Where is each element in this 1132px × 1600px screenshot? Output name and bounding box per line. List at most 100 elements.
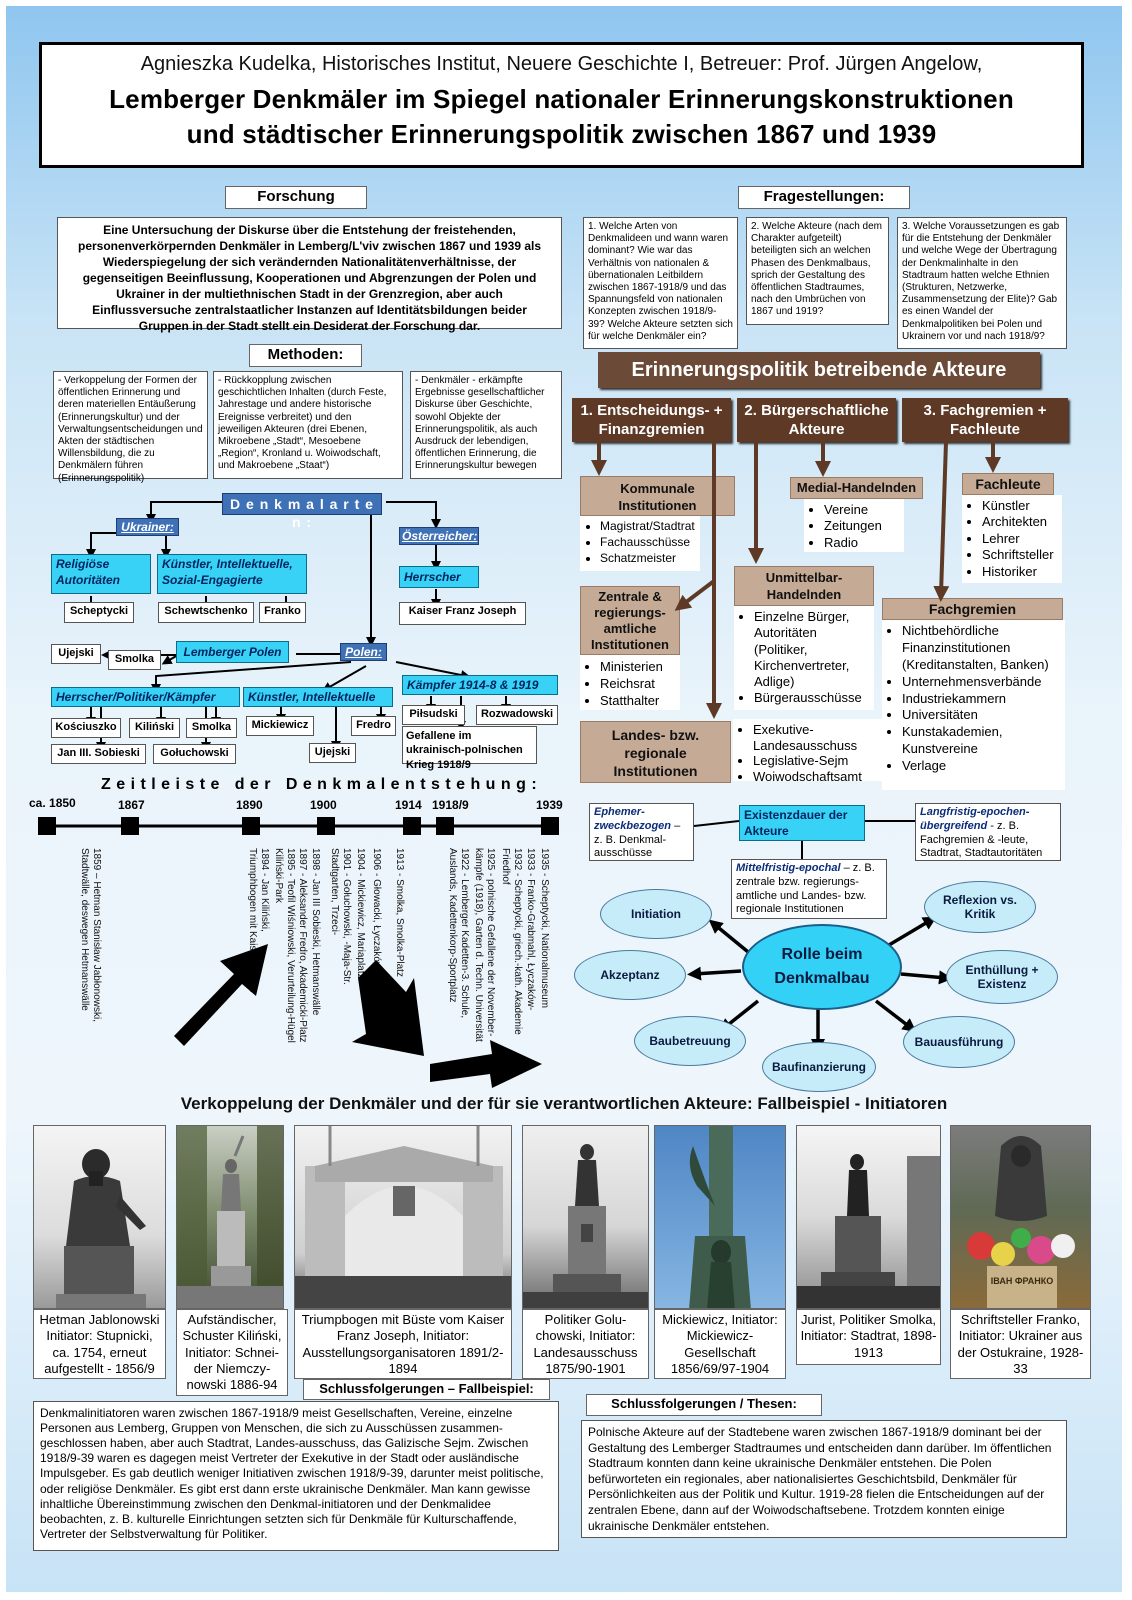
rolle-enthuellung: Enthüllung + Existenz [946,950,1058,1004]
unmittelbar-list: Einzelne Bürger, Autoritäten (Politiker,… [734,606,874,710]
list-item: Woiwodschaftsamt [753,769,877,785]
existenzdauer-box: Existenzdauer der Akteure [739,805,865,841]
tick-label: ca. 1850 [29,796,76,810]
poster: Agnieszka Kudelka, Historisches Institut… [6,6,1122,1592]
rozwadowski-box: Rozwadowski [476,705,558,725]
page-title: Lemberger Denkmäler im Spiegel nationale… [109,84,1014,114]
schluss-fallbeispiel-text: Denkmalinitiatoren waren zwischen 1867-1… [33,1401,559,1551]
timeline-title: Z e i t l e i s t e d e r D e n k m a l … [101,776,538,793]
photo-triumphbogen [294,1125,512,1309]
franko-box: Franko [259,602,306,623]
author-line: Agnieszka Kudelka, Historisches Institut… [140,53,983,75]
akteure-header-1: 1. Entscheidungs- + Finanzgremien [572,398,731,442]
timeline-big-arrows [174,944,542,1088]
question-3: 3. Welche Voraussetzungen es gab für die… [897,217,1067,349]
unmittelbar-title: Unmittelbar-Handelnden [734,566,874,606]
langfristig-rest: - z. B. Fachgremien & -leute, Stadtrat, … [920,819,1043,860]
list-item: Schriftsteller [982,547,1056,563]
scheptycki-box: Scheptycki [64,602,134,623]
kaempfer-label: Kämpfer 1914-8 & 1919 [402,675,558,695]
photo-jablonowski [33,1125,166,1309]
fachgremien-title: Fachgremien [882,598,1063,620]
ephemer-head: Ephemer-zweckbezogen [594,806,672,832]
herrscher-politiker-kaempfer: Herrscher/Politiker/Kämpfer [51,687,240,707]
caption-franko: Schriftsteller Franko, Initiator: Ukrain… [950,1309,1091,1379]
caption-mickiewicz: Mickiewicz, Initiator: Mickiewicz-Gesell… [654,1309,786,1379]
rolle-bauausfuehrung: Bauausführung [903,1016,1015,1068]
column-image [689,1126,751,1308]
list-item: Statthalter [600,692,674,709]
schluss-thesen-text: Polnische Akteure auf der Stadtebene war… [581,1420,1067,1538]
medial-list: VereineZeitungenRadio [804,499,904,552]
ukrainer-label: Ukrainer: [116,518,179,536]
zentrale-title: Zentrale & regierungs-amtliche Instituti… [580,586,680,655]
question-2: 2. Welche Akteure (nach dem Charakter au… [746,217,889,325]
ujejski2-box: Ujejski [309,743,356,763]
fragestellungen-label: Fragestellungen: [738,186,910,209]
caption-jablonowski: Hetman Jablonowski Initiator: Stupnicki,… [33,1309,166,1379]
fachleute-title: Fachleute [962,473,1054,495]
photo-franko: ІВАН ФРАНКО [950,1125,1091,1309]
medial-title: Medial-Handelnden [790,477,923,499]
smolka2-box: Smolka [186,718,237,738]
goluchowski-box: Gołuchowski [153,744,236,764]
method-2: - Rückkopplung zwischen geschichtlichen … [213,371,403,479]
akteure-header-3: 3. Fachgremien + Fachleute [902,398,1068,442]
kosciuszko-box: Kościuszko [51,718,121,738]
lemberger-polen: Lemberger Polen [176,641,289,663]
method-1: - Verkoppelung der Formen der öffentlich… [53,371,208,484]
list-item: Kunstakademien, Kunstvereine [902,724,1059,758]
tick-label: 1939 [536,798,563,812]
list-item: Legislative-Sejm [753,753,877,769]
ephemer-box: Ephemer-zweckbezogen – z. B. Denkmal-aus… [589,803,694,861]
fachleute-list: KünstlerArchitektenLehrerSchriftstellerH… [962,495,1062,583]
akteure-title: Erinnerungspolitik betreibende Akteure [598,352,1040,388]
list-item: Reichsrat [600,675,674,692]
religioese-autoritaeten: Religiöse Autoritäten [51,554,151,594]
fallbeispiel-title: Verkoppelung der Denkmäler und der für s… [180,1094,948,1113]
akteure-header-2: 2. Bürgerschaftliche Akteure [737,398,896,442]
timeline-axis [38,817,559,835]
schluss-thesen-label: Schlussfolgerungen / Thesen: [586,1394,822,1416]
caption-kilinski: Aufständischer, Schuster Kiliński, Initi… [176,1309,288,1396]
list-item: Einzelne Bürger, Autoritäten (Politiker,… [754,609,868,690]
list-item: Radio [824,535,898,551]
statue-image [523,1144,648,1308]
caption-smolka: Jurist, Politiker Smolka, Initiator: Sta… [796,1309,941,1365]
tick-label: 1867 [118,798,145,812]
list-item: Lehrer [982,531,1056,547]
schluss-fallbeispiel-label: Schlussfolgerungen – Fallbeispiel: [303,1379,550,1400]
kilinski-box: Kiliński [129,718,180,738]
landes-list: Exekutive-LandesausschussLegislative-Sej… [733,719,883,784]
tick-label: 1900 [310,798,337,812]
polen-label: Polen: [340,643,387,661]
rolle-center: Rolle beim Denkmalbau [742,924,902,1010]
caption-triumphbogen: Triumpbogen mit Büste vom Kaiser Franz J… [294,1309,512,1379]
method-3: - Denkmäler - erkämpfte Ergebnisse gesel… [410,371,562,479]
list-item: Schatzmeister [600,551,694,567]
mittelfristig-box: Mittelfristig-epochal – z. B. zentrale b… [731,859,887,919]
caption-goluchowski: Politiker Golu-chowski, Initiator: Lande… [522,1309,649,1379]
zentrale-list: MinisterienReichsratStatthalter [580,655,680,710]
mittelfristig-rest: – z. B. zentrale bzw. regierungs-amtlich… [736,862,875,916]
header-box: Agnieszka Kudelka, Historisches Institut… [39,42,1084,168]
existenz-lines [693,820,915,859]
franko-sign: ІВАН ФРАНКО [990,1276,1054,1286]
forschung-label: Forschung [225,186,367,209]
list-item: Ministerien [600,658,674,675]
photo-goluchowski [522,1125,649,1309]
ujejski-box: Ujejski [51,644,101,664]
fredro-box: Fredro [351,716,396,736]
monument-image [967,1136,1075,1308]
kaiser-box: Kaiser Franz Joseph [399,602,526,625]
rolle-initiation: Initiation [600,889,712,939]
list-item: Historiker [982,564,1056,580]
photo-kilinski [176,1125,284,1309]
rolle-akzeptanz: Akzeptanz [574,950,686,1000]
list-item: Industriekammern [902,691,1059,708]
forschung-text: Eine Untersuchung der Diskurse über die … [57,217,562,333]
pilsudski-box: Piłsudski [402,705,465,725]
list-item: Vereine [824,502,898,518]
smolka-box: Smolka [108,650,161,670]
list-item: Exekutive-Landesausschuss [753,722,877,753]
